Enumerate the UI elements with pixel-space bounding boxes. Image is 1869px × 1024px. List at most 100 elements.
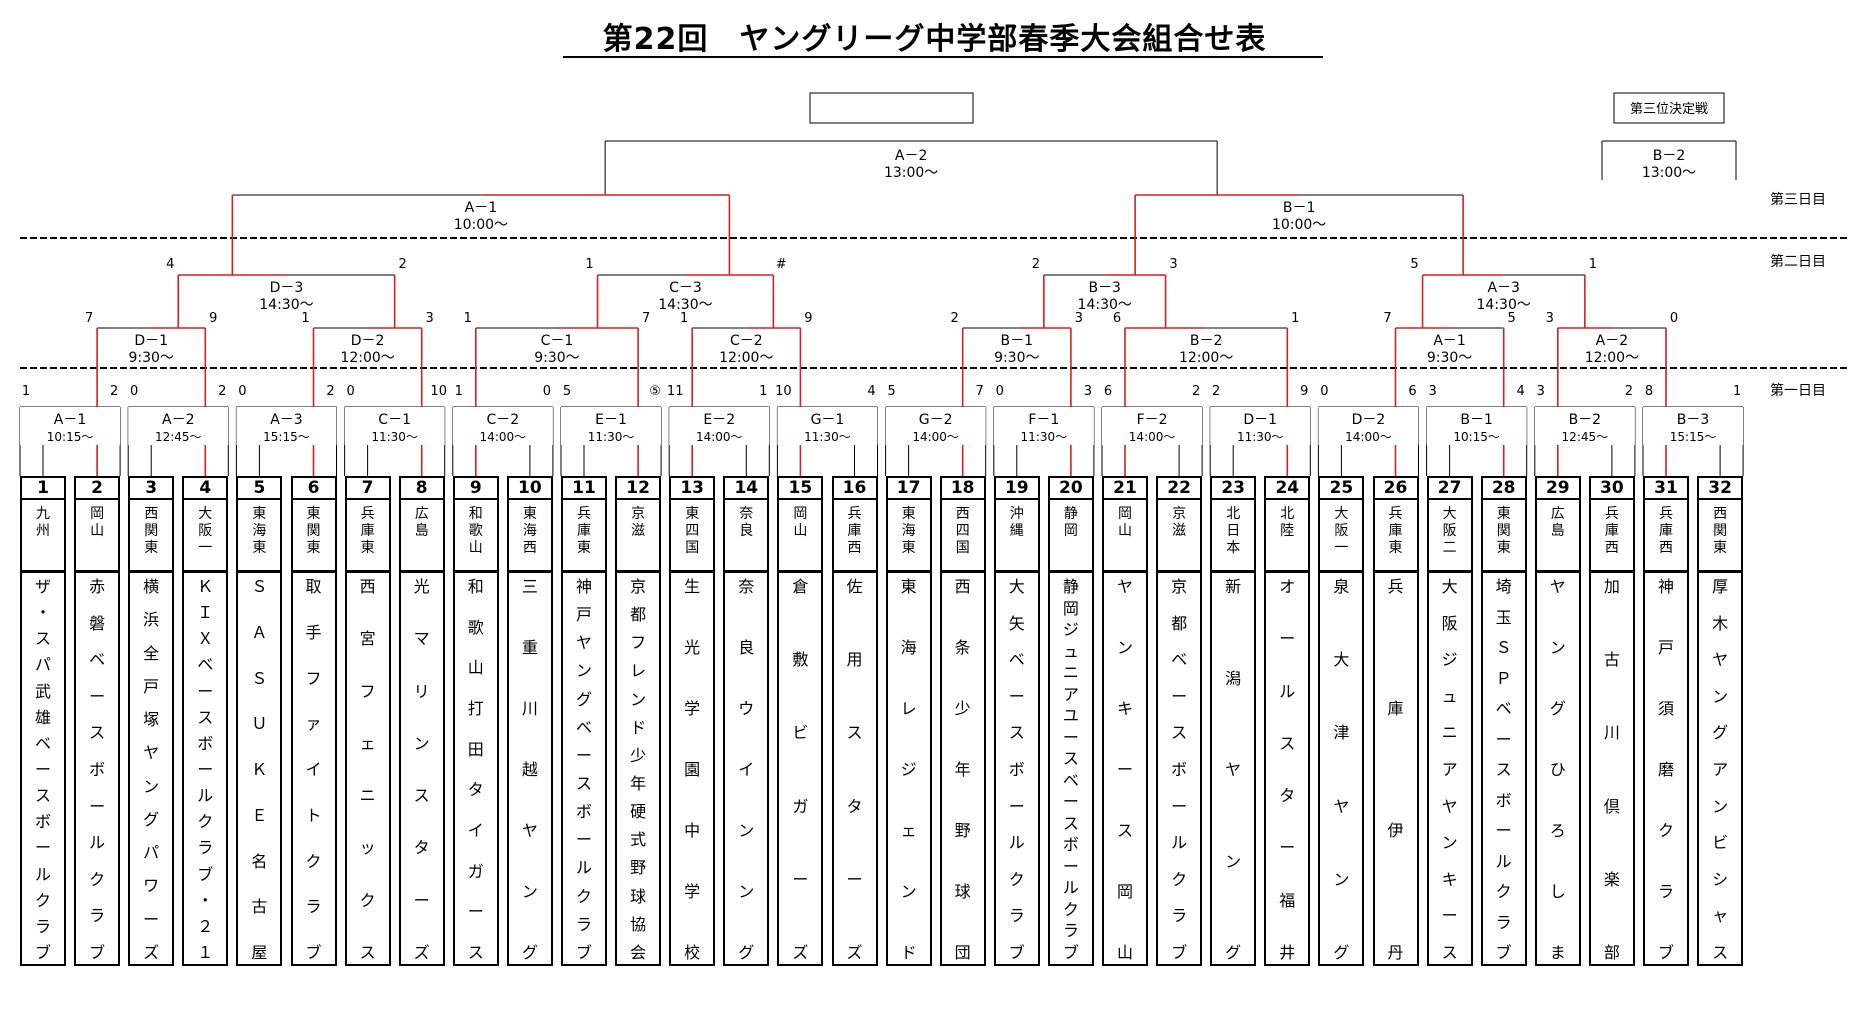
match-time: 14:00～ bbox=[696, 430, 743, 444]
team-number: 7 bbox=[344, 476, 391, 500]
score-left: 6 bbox=[1104, 384, 1112, 399]
qf-match-id: A－3 bbox=[1487, 280, 1519, 296]
team-name: 西条少年野球団 bbox=[939, 572, 986, 966]
r16-match-time: 12:00～ bbox=[1179, 350, 1233, 366]
team-name: 大阪ジュニアヤンキース bbox=[1426, 572, 1473, 966]
third-place-match-id: B－2 bbox=[1653, 148, 1686, 164]
r16-match-time: 9:30～ bbox=[1427, 350, 1472, 366]
team-region: 西関東 bbox=[1697, 500, 1744, 572]
score-left: 8 bbox=[1645, 384, 1653, 399]
match-box-r1 bbox=[993, 407, 1094, 445]
team-number: 15 bbox=[777, 476, 824, 500]
match-box-r1 bbox=[128, 407, 229, 445]
team-name: 静岡ジュニアユースベースボールクラブ bbox=[1047, 572, 1094, 966]
score-left: 0 bbox=[130, 384, 138, 399]
r16-score-right: 0 bbox=[1670, 311, 1678, 326]
match-time: 11:30～ bbox=[371, 430, 418, 444]
r16-score-left: 7 bbox=[1383, 311, 1391, 326]
team-region: 京滋 bbox=[615, 500, 662, 572]
team-name: 東海レジェンド bbox=[885, 572, 932, 966]
score-right: 2 bbox=[110, 384, 118, 399]
score-right: 4 bbox=[1517, 384, 1525, 399]
match-time: 10:15～ bbox=[47, 430, 94, 444]
r16-score-left: 7 bbox=[85, 311, 93, 326]
score-right: 1 bbox=[1733, 384, 1741, 399]
match-time: 14:00～ bbox=[1129, 430, 1176, 444]
score-right: 6 bbox=[1408, 384, 1416, 399]
r16-match-time: 9:30～ bbox=[994, 350, 1039, 366]
match-id: E－2 bbox=[703, 412, 735, 428]
team-region: 広島 bbox=[1534, 500, 1581, 572]
sf-match-id: A－1 bbox=[465, 200, 497, 216]
match-id: A－3 bbox=[270, 412, 302, 428]
qf-score-right: 1 bbox=[1589, 257, 1597, 272]
match-id: C－1 bbox=[378, 412, 411, 428]
match-time: 12:45～ bbox=[155, 430, 202, 444]
team-region: 兵庫西 bbox=[831, 500, 878, 572]
match-box-r1 bbox=[236, 407, 337, 445]
match-box-r1 bbox=[885, 407, 986, 445]
r16-score-right: 3 bbox=[426, 311, 434, 326]
team-name: 倉敷ビガーズ bbox=[777, 572, 824, 966]
team-region: 九州 bbox=[20, 500, 66, 572]
team-region: 京滋 bbox=[1156, 500, 1203, 572]
match-id: A－1 bbox=[54, 412, 86, 428]
score-left: 0 bbox=[1320, 384, 1328, 399]
r16-score-left: 6 bbox=[1113, 311, 1121, 326]
match-time: 14:00～ bbox=[1345, 430, 1392, 444]
team-number: 27 bbox=[1426, 476, 1473, 500]
match-id: C－2 bbox=[487, 412, 520, 428]
score-right: 0 bbox=[543, 384, 551, 399]
r16-score-right: 7 bbox=[642, 311, 650, 326]
team-region: 兵庫東 bbox=[344, 500, 391, 572]
team-name: 加古川倶楽部 bbox=[1588, 572, 1635, 966]
team-number: 29 bbox=[1534, 476, 1581, 500]
team-number: 30 bbox=[1588, 476, 1635, 500]
score-right: 9 bbox=[1300, 384, 1308, 399]
qf-score-left: 4 bbox=[166, 257, 174, 272]
team-number: 3 bbox=[128, 476, 175, 500]
team-region: 大阪一 bbox=[182, 500, 229, 572]
team-number: 12 bbox=[615, 476, 662, 500]
team-name: 横浜全戸塚ヤングパワーズ bbox=[128, 572, 175, 966]
score-right: 2 bbox=[326, 384, 334, 399]
match-id: F－2 bbox=[1137, 412, 1168, 428]
match-time: 11:30～ bbox=[804, 430, 851, 444]
r16-match-time: 9:30～ bbox=[128, 350, 173, 366]
match-id: B－3 bbox=[1677, 412, 1710, 428]
r16-match-id: D－1 bbox=[134, 333, 168, 349]
team-name: 新潟ヤング bbox=[1210, 572, 1257, 966]
sf-match-id: B－1 bbox=[1283, 200, 1316, 216]
final-match-time: 13:00～ bbox=[884, 165, 938, 181]
team-region: 岡山 bbox=[74, 500, 121, 572]
team-region: 大阪二 bbox=[1426, 500, 1473, 572]
qf-score-left: 2 bbox=[1032, 257, 1040, 272]
score-right: 10 bbox=[430, 384, 447, 399]
team-name: 京都フレンド少年硬式野球協会 bbox=[615, 572, 662, 966]
team-number: 18 bbox=[939, 476, 986, 500]
team-region: 北陸 bbox=[1264, 500, 1311, 572]
team-region: 奈良 bbox=[723, 500, 770, 572]
team-region: 岡山 bbox=[1102, 500, 1148, 572]
score-left: 3 bbox=[1428, 384, 1436, 399]
team-number: 8 bbox=[398, 476, 445, 500]
team-number: 1 bbox=[20, 476, 66, 500]
team-region: 広島 bbox=[398, 500, 445, 572]
team-region: 兵庫西 bbox=[1588, 500, 1635, 572]
team-number: 31 bbox=[1643, 476, 1689, 500]
day-label-1: 第一日目 bbox=[1770, 382, 1826, 399]
match-id: G－2 bbox=[919, 412, 953, 428]
match-id: E－1 bbox=[595, 412, 627, 428]
team-name: 取手ファイトクラブ bbox=[290, 572, 337, 966]
score-left: 10 bbox=[775, 384, 792, 399]
team-number: 26 bbox=[1372, 476, 1419, 500]
